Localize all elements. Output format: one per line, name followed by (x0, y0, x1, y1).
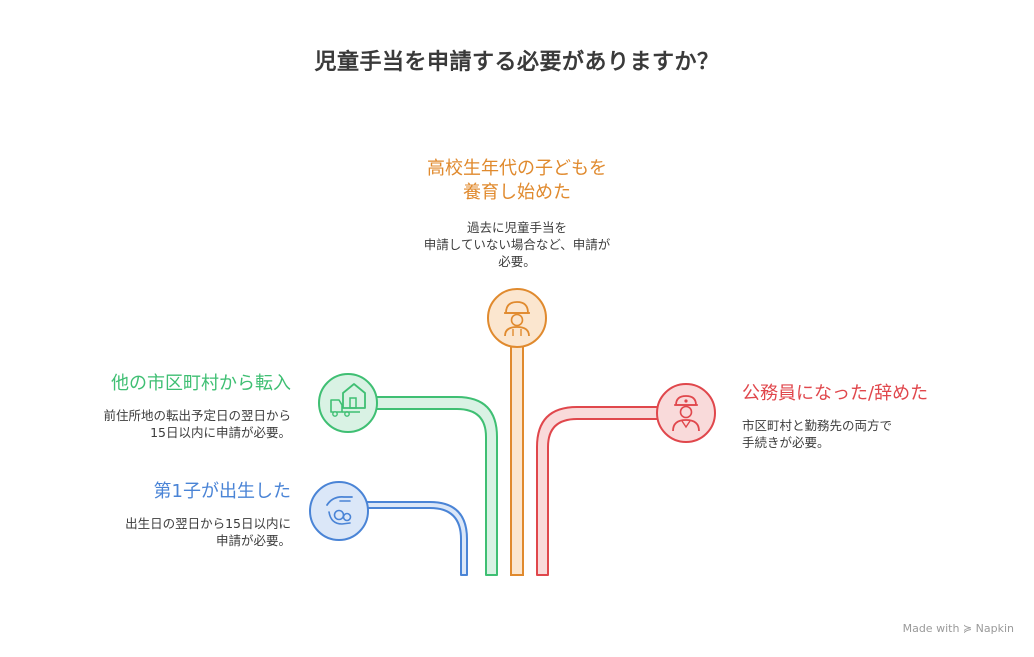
item-heading: 第1子が出生した (153, 481, 291, 502)
item-description: 市区町村と勤務先の両方で 手続きが必要。 (742, 418, 893, 450)
moving-truck-house-icon (318, 373, 378, 433)
item-heading: 公務員になった/辞めた (742, 383, 929, 404)
napkin-logo-icon: ≽ (962, 622, 973, 635)
item-heading: 高校生年代の子どもを 養育し始めた (427, 158, 607, 203)
orange-connector (510, 344, 524, 576)
footer-credit: Made with ≽ Napkin (902, 622, 1014, 635)
item-moved-in: 他の市区町村から転入 前住所地の転出予定日の翌日から 15日以内に申請が必要。 (40, 372, 291, 441)
construction-worker-icon (487, 288, 547, 348)
blue-connector (361, 501, 468, 576)
red-connector (536, 406, 663, 576)
official-person-icon (656, 383, 716, 443)
item-description: 前住所地の転出予定日の翌日から 15日以内に申請が必要。 (103, 408, 291, 440)
item-description: 出生日の翌日から15日以内に 申請が必要。 (125, 516, 291, 548)
item-civil-servant: 公務員になった/辞めた 市区町村と勤務先の両方で 手続きが必要。 (742, 382, 1012, 451)
page-title: 児童手当を申請する必要がありますか？ (314, 50, 720, 75)
item-heading: 他の市区町村から転入 (111, 373, 291, 394)
baby-in-hand-icon (309, 481, 369, 541)
green-connector (371, 396, 498, 576)
item-high-school-age: 高校生年代の子どもを 養育し始めた 過去に児童手当を 申請していない場合など、申… (367, 157, 667, 270)
item-description: 過去に児童手当を 申請していない場合など、申請が 必要。 (423, 220, 611, 269)
item-first-child-born: 第1子が出生した 出生日の翌日から15日以内に 申請が必要。 (40, 480, 291, 549)
